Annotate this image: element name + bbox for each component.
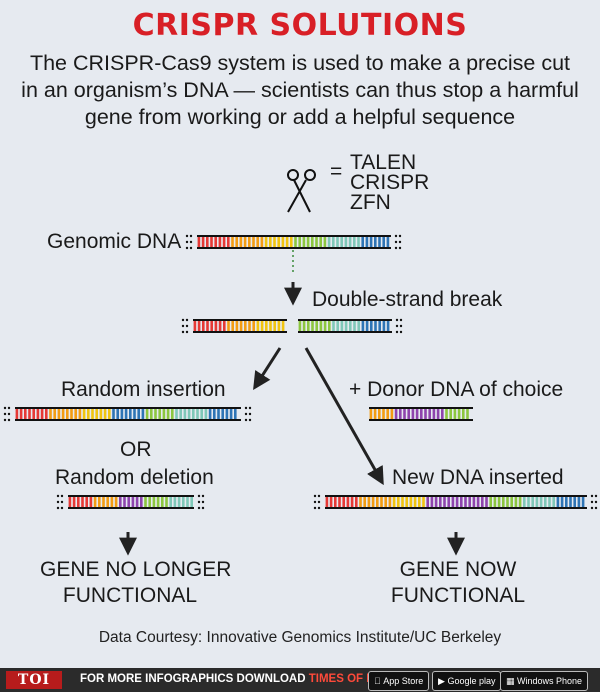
tool-crispr: CRISPR (350, 171, 430, 194)
donor-dna-strand (369, 407, 473, 421)
random-insertion-label: Random insertion (61, 378, 226, 401)
windows-phone-badge[interactable]: ▦ Windows Phone (500, 671, 589, 691)
apple-icon:  (374, 676, 381, 686)
app-store-badge[interactable]:  App Store (368, 671, 430, 691)
random-deletion-label: Random deletion (55, 466, 214, 489)
random-deletion-strand (56, 494, 205, 510)
random-insertion-strand (3, 406, 252, 422)
break-strand-right (298, 318, 403, 334)
genomic-dna-label: Genomic DNA (47, 230, 182, 253)
google-play-badge[interactable]: ▶ Google play (432, 671, 502, 691)
tool-talen: TALEN (350, 151, 417, 174)
donor-dna-label: + Donor DNA of choice (349, 378, 564, 401)
new-dna-strand (313, 494, 598, 510)
windows-icon: ▦ (506, 676, 515, 686)
genomic-dna-strand (185, 234, 402, 250)
equals-sign: = (330, 160, 343, 183)
play-icon: ▶ (438, 676, 445, 686)
toi-logo: TOI (6, 671, 62, 689)
footer-bar: TOI FOR MORE INFOGRAPHICS DOWNLOAD TIMES… (0, 668, 600, 692)
break-strand-left (181, 318, 287, 334)
arrow-to-insertion (253, 347, 282, 391)
or-label: OR (120, 438, 152, 461)
gene-now-functional: GENE NOW FUNCTIONAL (390, 558, 526, 607)
gene-no-longer-functional: GENE NO LONGER FUNCTIONAL (40, 558, 232, 607)
arrow-to-new-dna (304, 347, 384, 486)
tool-list: TALEN CRISPR ZFN (350, 151, 430, 214)
scissors-icon (287, 169, 316, 213)
tool-zfn: ZFN (350, 191, 391, 214)
new-dna-inserted-label: New DNA inserted (392, 466, 564, 489)
subtitle: The CRISPR-Cas9 system is used to make a… (21, 51, 579, 129)
double-strand-break-label: Double-strand break (312, 288, 503, 311)
data-credit: Data Courtesy: Innovative Genomics Insti… (98, 629, 502, 646)
page-title: CRISPR SOLUTIONS (132, 8, 468, 43)
